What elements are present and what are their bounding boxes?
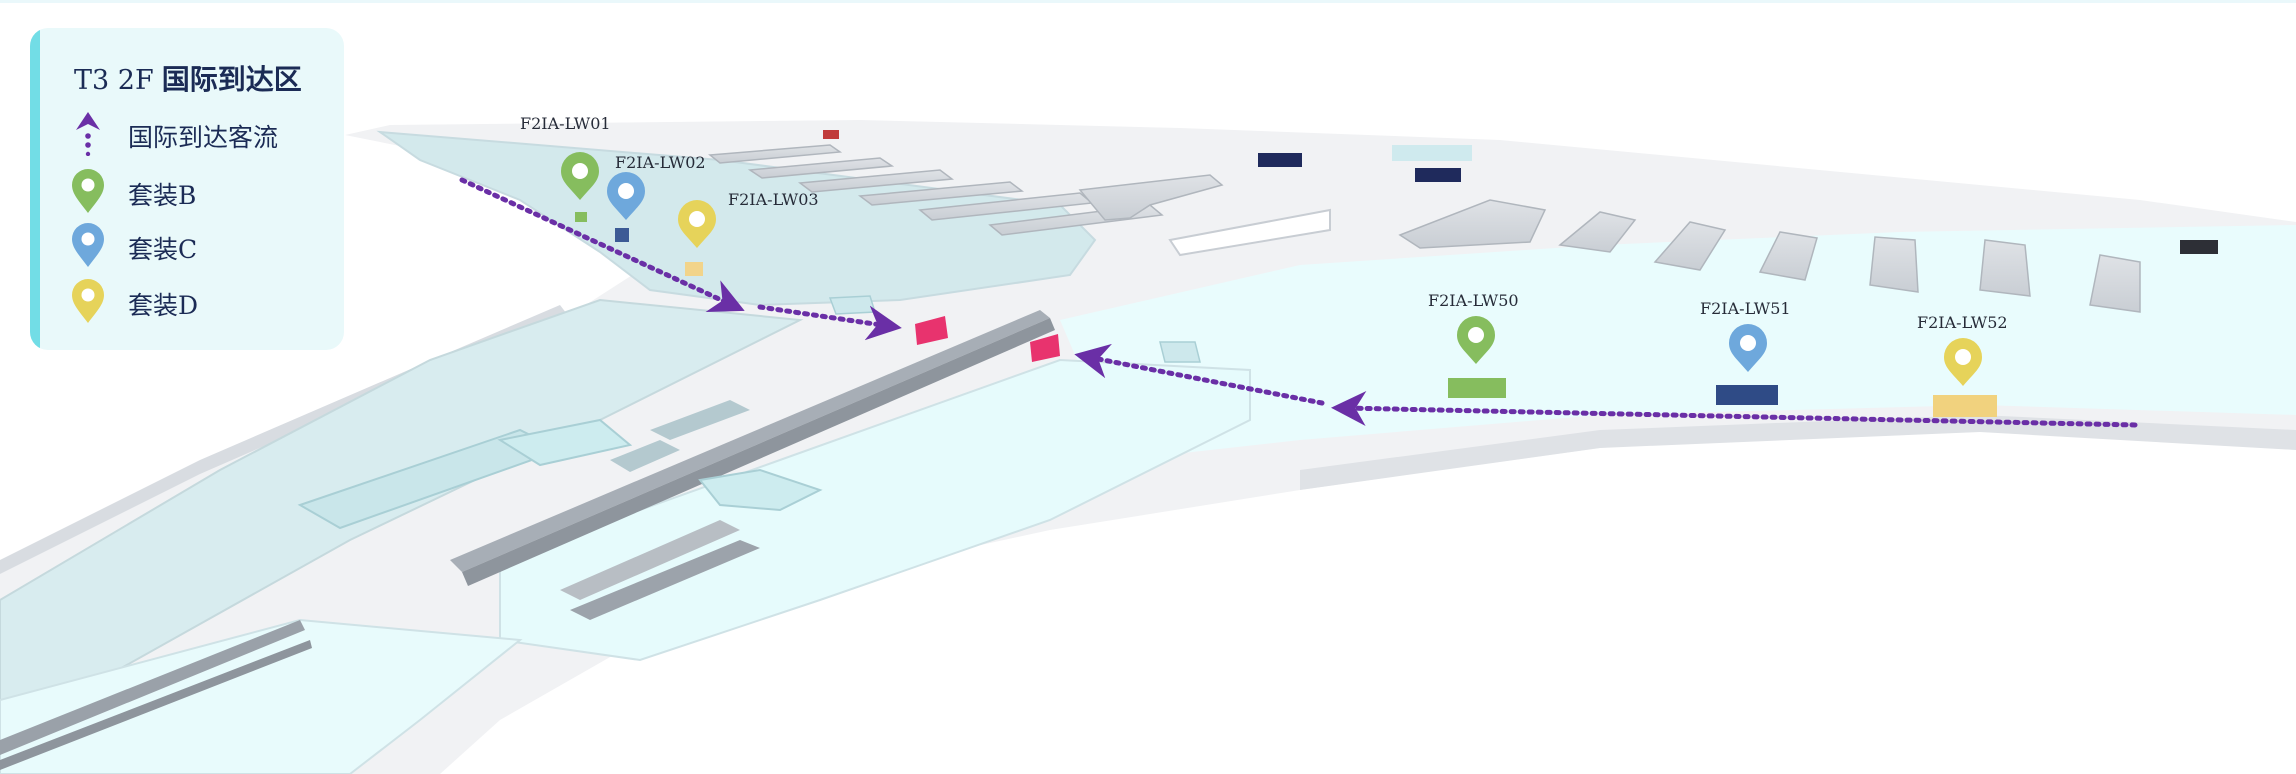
exit-kiosks xyxy=(915,316,1060,362)
flow-path-1 xyxy=(459,177,745,313)
marker-f2ia-lw02[interactable]: F2IA-LW02 xyxy=(607,153,706,220)
marker-label: F2IA-LW51 xyxy=(1700,299,1791,318)
legend-item-arrival-flow: 国际到达客流 xyxy=(70,110,340,156)
moving-walkways xyxy=(0,310,1055,770)
legend-item-package-c: 套装C xyxy=(70,222,340,268)
upper-gate-stands xyxy=(708,144,2141,313)
marker-f2ia-lw03[interactable]: F2IA-LW03 xyxy=(678,190,819,248)
navy-signs xyxy=(823,130,2218,254)
map-pin-center xyxy=(618,183,634,199)
legend-title-prefix: T3 2F xyxy=(74,65,154,96)
dotted-arrow-icon xyxy=(76,112,100,156)
marker-f2ia-lw01[interactable]: F2IA-LW01 xyxy=(520,114,611,200)
open-area xyxy=(1168,208,1331,257)
legend-label-package-c: 套装C xyxy=(128,235,198,264)
legend-item-package-b: 套装B xyxy=(70,168,340,214)
map-pin-center xyxy=(1955,349,1971,365)
map-pin-icon xyxy=(72,223,104,267)
legend-label-package-d: 套装D xyxy=(128,291,199,320)
arrival-hall-upper xyxy=(376,130,1097,307)
central-concourse xyxy=(499,358,1251,662)
marker-label: F2IA-LW03 xyxy=(728,190,819,209)
legend-title-main: 国际到达区 xyxy=(161,63,302,96)
marker-label: F2IA-LW50 xyxy=(1428,291,1519,310)
marker-label: F2IA-LW02 xyxy=(615,153,706,172)
marker-label: F2IA-LW01 xyxy=(520,114,611,133)
marker-f2ia-lw51[interactable]: F2IA-LW51 xyxy=(1700,299,1791,372)
map-pin-center xyxy=(689,211,705,227)
legend-item-package-d: 套装D xyxy=(70,278,340,324)
map-pin-center xyxy=(572,163,588,179)
map-pin-center xyxy=(1740,335,1756,351)
legend-accent-bar xyxy=(30,28,40,350)
marker-f2ia-lw52[interactable]: F2IA-LW52 xyxy=(1917,313,2008,386)
flow-path-2 xyxy=(757,304,902,341)
marker-f2ia-lw50[interactable]: F2IA-LW50 xyxy=(1428,291,1519,364)
flow-path-4 xyxy=(1331,390,2138,428)
legend-label-arrival-flow: 国际到达客流 xyxy=(128,123,279,152)
map-pin-center xyxy=(1468,327,1484,343)
legend-label-package-b: 套装B xyxy=(128,181,197,210)
flow-path-3 xyxy=(1074,343,1325,406)
map-pin-icon xyxy=(72,169,104,213)
map-pin-icon xyxy=(72,279,104,323)
marker-label: F2IA-LW52 xyxy=(1917,313,2008,332)
arrival-flow-paths xyxy=(459,177,2138,428)
ad-panels xyxy=(575,212,1997,417)
glass-structures xyxy=(297,295,1201,530)
top-border xyxy=(0,0,2296,3)
